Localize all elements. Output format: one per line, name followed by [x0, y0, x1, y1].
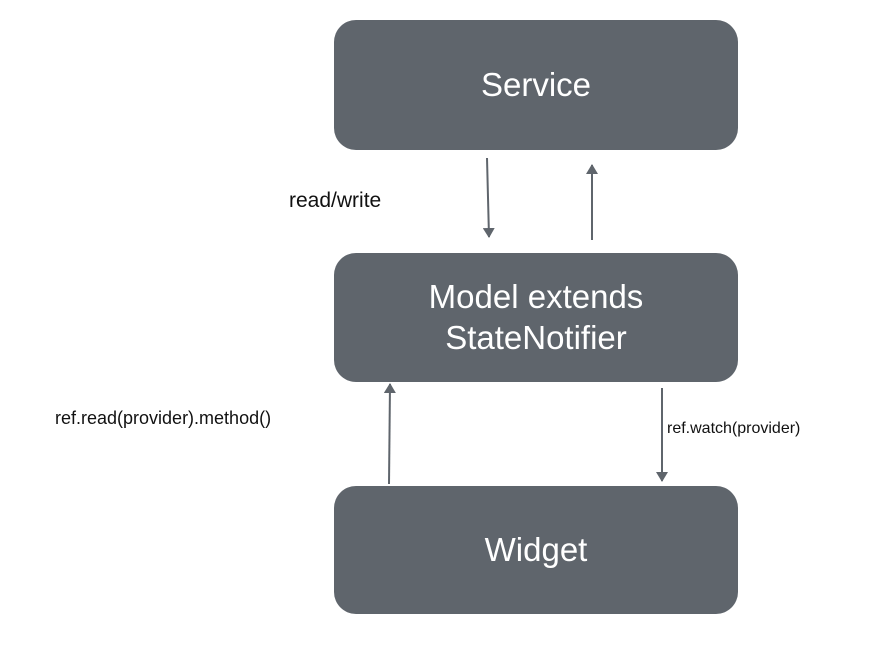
edge-label-read-write: read/write	[289, 189, 382, 212]
model-node: Model extends StateNotifier	[334, 253, 738, 382]
service-node: Service	[334, 20, 738, 150]
widget-node-label: Widget	[484, 530, 588, 568]
service-node-label: Service	[480, 65, 592, 103]
model-node-label: Model extends StateNotifier	[428, 278, 644, 356]
widget-node: Widget	[334, 486, 738, 614]
edge-label-ref-read: ref.read(provider).method()	[55, 408, 272, 428]
arrow-widget-to-model	[383, 383, 396, 485]
arrow-service-to-model	[482, 157, 495, 238]
edge-label-ref-watch: ref.watch(provider)	[667, 420, 801, 437]
